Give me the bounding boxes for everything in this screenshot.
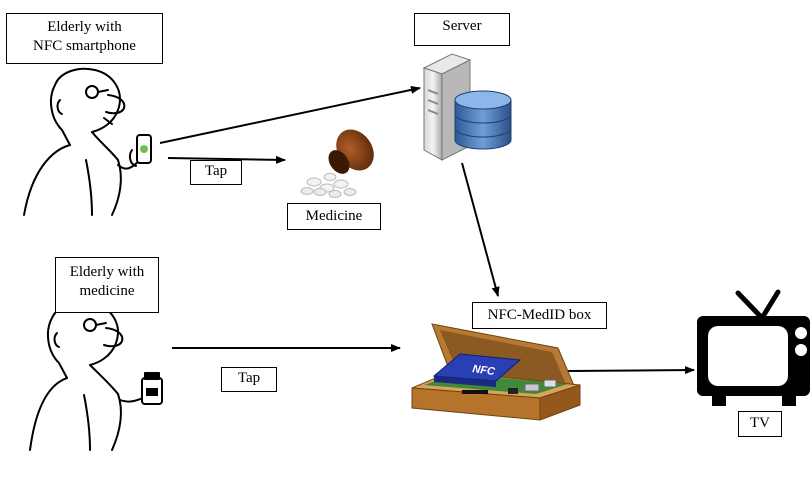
nfc-medid-box-icon: NFC	[411, 323, 581, 421]
label-elderly-smartphone-line2: NFC smartphone	[33, 38, 136, 54]
server-database-icon	[422, 53, 512, 161]
elderly-person-with-phone-icon	[23, 67, 152, 216]
arrow-phone-to-server	[159, 85, 421, 144]
label-tv: TV	[738, 411, 782, 437]
label-server: Server	[414, 13, 510, 46]
label-elderly-smartphone: Elderly with NFC smartphone	[6, 13, 163, 64]
label-elderly-medicine-line1: Elderly with	[69, 264, 145, 280]
label-nfc-medid-box: NFC-MedID box	[472, 302, 607, 329]
label-tap-bottom: Tap	[221, 367, 277, 392]
arrow-phone-tap-medicine	[167, 155, 286, 164]
arrow-server-to-box	[461, 162, 500, 297]
television-icon	[697, 289, 810, 406]
label-elderly-medicine: Elderly with medicine	[55, 257, 159, 313]
elderly-person-with-pill-bottle-icon	[29, 300, 163, 451]
label-elderly-smartphone-line1: Elderly with	[47, 19, 122, 35]
pill-bottle-icon	[300, 129, 374, 198]
label-tap-top: Tap	[190, 160, 242, 185]
nfc-chip-label: NFC	[472, 363, 497, 378]
arrow-box-to-tv	[567, 366, 695, 375]
label-medicine: Medicine	[287, 203, 381, 230]
label-elderly-medicine-line2: medicine	[79, 283, 135, 299]
